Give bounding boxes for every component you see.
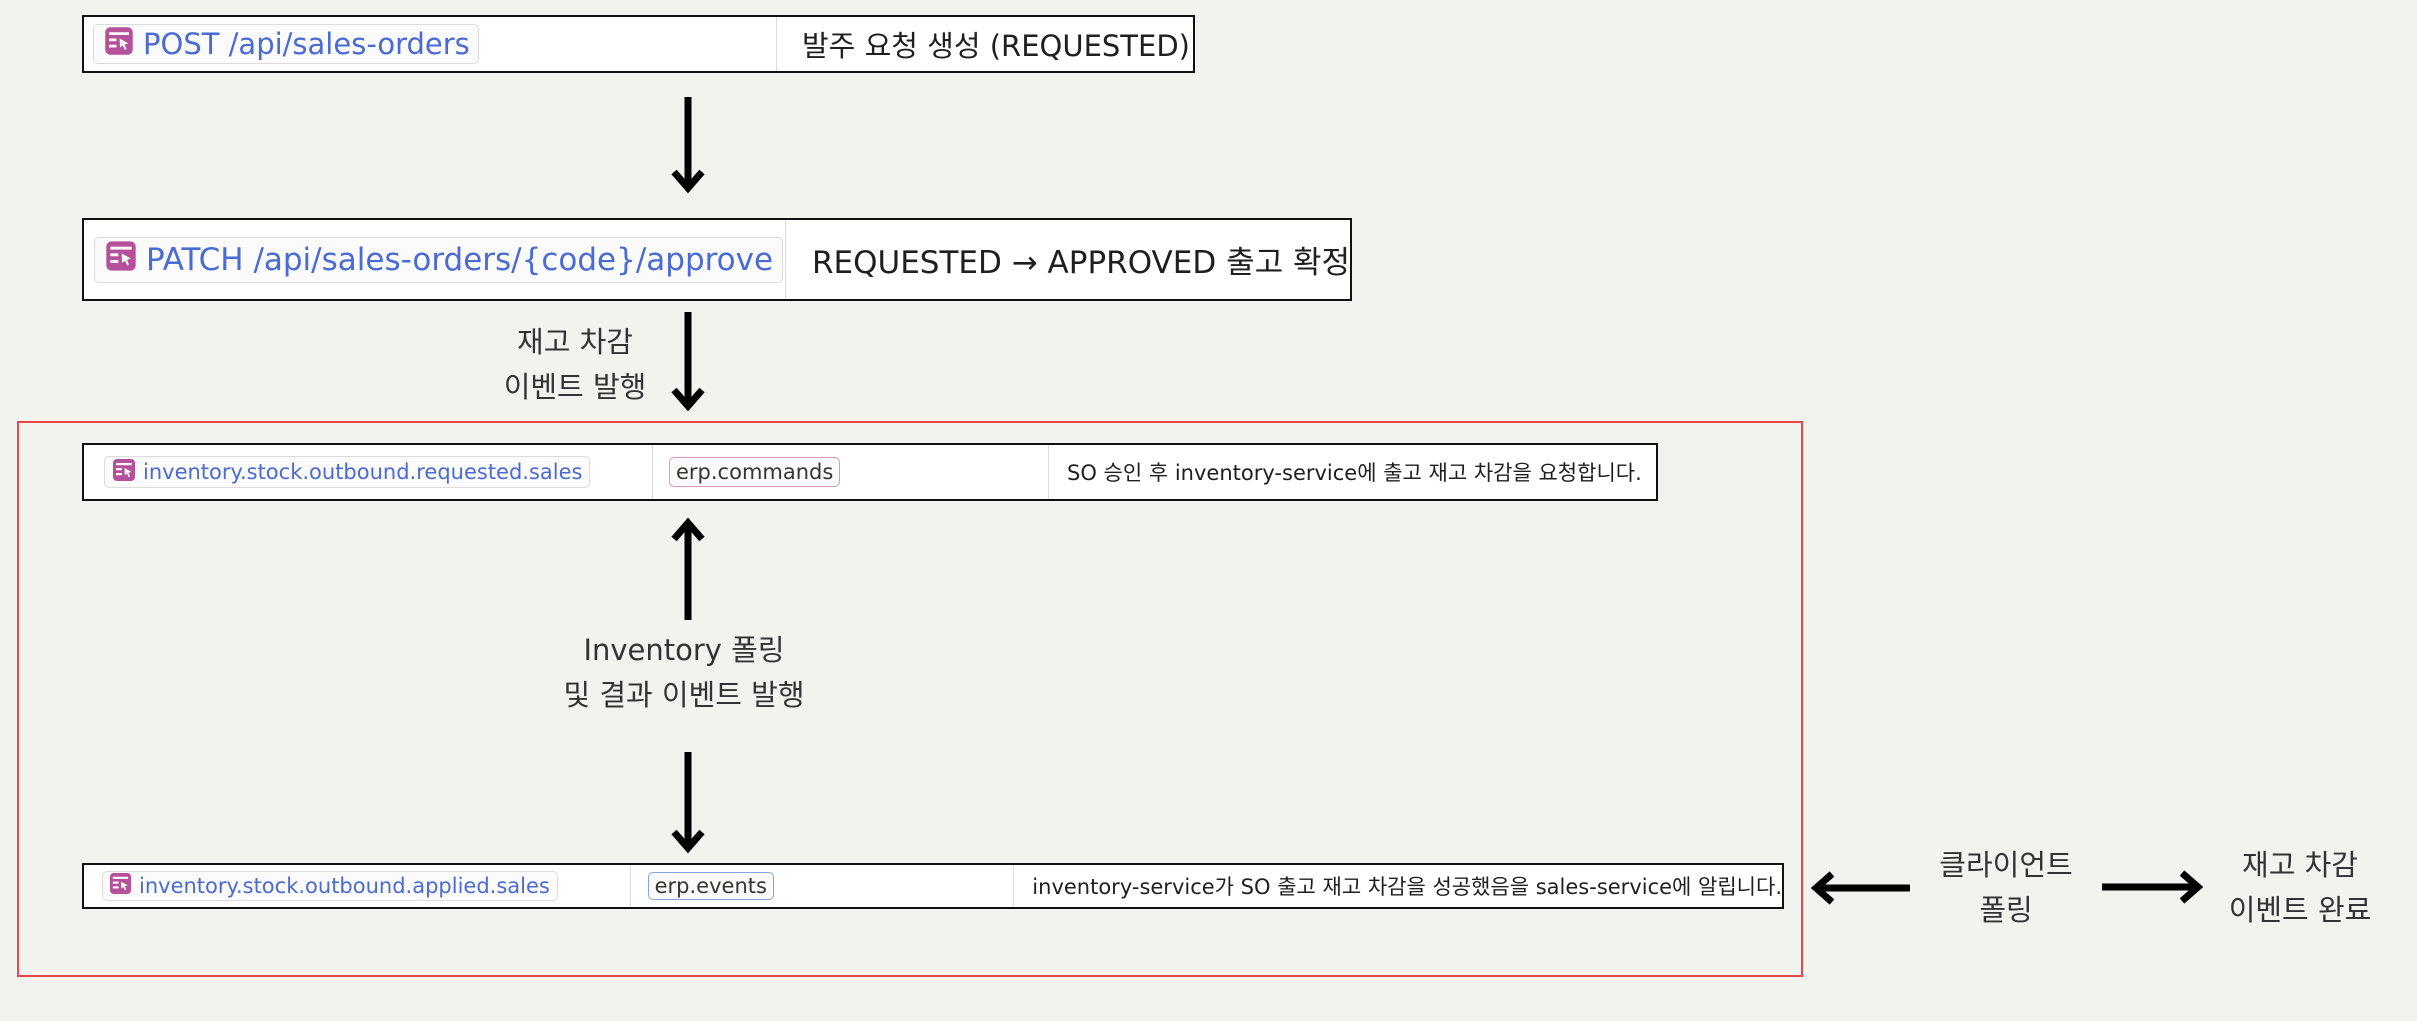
label-client-polling: 클라이언트 폴링	[1906, 843, 2106, 933]
topic-link[interactable]: inventory.stock.outbound.applied.sales	[102, 871, 558, 901]
label-line: 폴링	[1979, 892, 2033, 927]
arrow-right-6	[2102, 870, 2204, 904]
label-inventory-polling: Inventory 폴링 및 결과 이벤트 발행	[524, 628, 844, 718]
topic-name: inventory.stock.outbound.requested.sales	[143, 460, 583, 484]
arrow-down-1	[671, 97, 705, 194]
step-description-cell: 발주 요청 생성 (REQUESTED)	[776, 17, 1190, 71]
event-flow-frame	[17, 421, 1803, 977]
label-stock-event-publish: 재고 차감 이벤트 발행	[470, 320, 680, 410]
label-line: Inventory 폴링	[583, 633, 785, 667]
page-icon	[105, 240, 137, 280]
endpoint-link[interactable]: PATCH /api/sales-orders/{code}/approve	[94, 236, 784, 283]
label-line: 클라이언트	[1939, 848, 2073, 882]
step-description: 발주 요청 생성 (REQUESTED)	[802, 29, 1190, 63]
endpoint-link[interactable]: POST /api/sales-orders	[93, 24, 479, 64]
topic-row-requested: inventory.stock.outbound.requested.sales…	[82, 443, 1658, 501]
step-endpoint-cell: PATCH /api/sales-orders/{code}/approve	[84, 220, 785, 299]
label-line: 및 결과 이벤트 발행	[563, 677, 805, 712]
arrow-left-5	[1810, 871, 1910, 905]
label-line: 이벤트 완료	[2228, 892, 2372, 927]
step-endpoint-cell: POST /api/sales-orders	[84, 17, 776, 71]
topic-description-cell: inventory-service가 SO 출고 재고 차감을 성공했음을 sa…	[1013, 865, 1782, 907]
label-stock-event-done: 재고 차감 이벤트 완료	[2200, 843, 2400, 933]
endpoint-text: PATCH /api/sales-orders/{code}/approve	[146, 241, 774, 278]
step-row-create: POST /api/sales-orders 발주 요청 생성 (REQUEST…	[82, 15, 1195, 73]
topic-description: SO 승인 후 inventory-service에 출고 재고 차감을 요청합…	[1067, 461, 1642, 485]
topic-row-applied: inventory.stock.outbound.applied.sales e…	[82, 863, 1784, 909]
topic-description: inventory-service가 SO 출고 재고 차감을 성공했음을 sa…	[1032, 875, 1782, 899]
page-icon	[109, 872, 132, 900]
topic-channel-cell: erp.commands	[652, 445, 1048, 499]
page-icon	[104, 26, 134, 63]
topic-name-cell: inventory.stock.outbound.requested.sales	[84, 445, 652, 499]
channel-tag: erp.events	[647, 872, 774, 900]
page-icon	[112, 458, 136, 487]
topic-name: inventory.stock.outbound.applied.sales	[139, 874, 550, 898]
endpoint-text: POST /api/sales-orders	[143, 27, 470, 61]
topic-channel-cell: erp.events	[629, 865, 1014, 907]
topic-description-cell: SO 승인 후 inventory-service에 출고 재고 차감을 요청합…	[1048, 445, 1642, 499]
channel-tag: erp.commands	[669, 457, 841, 487]
label-line: 재고 차감	[517, 325, 633, 359]
topic-link[interactable]: inventory.stock.outbound.requested.sales	[104, 456, 591, 488]
topic-name-cell: inventory.stock.outbound.applied.sales	[84, 865, 630, 907]
label-line: 이벤트 발행	[503, 369, 647, 404]
step-description-cell: REQUESTED → APPROVED 출고 확정	[785, 220, 1350, 299]
step-row-approve: PATCH /api/sales-orders/{code}/approve R…	[82, 218, 1352, 301]
step-description: REQUESTED → APPROVED 출고 확정	[812, 245, 1350, 281]
label-line: 재고 차감	[2242, 848, 2358, 882]
